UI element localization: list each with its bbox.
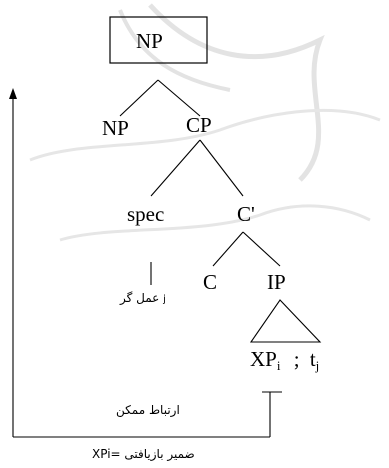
trace-separator: ;	[293, 347, 300, 371]
relation-label: ارتباط ممکن	[116, 403, 180, 417]
edge-cp-spec	[150, 139, 201, 197]
movement-arrowhead	[9, 88, 17, 99]
node-cbar: C'	[237, 202, 255, 226]
node-cp: CP	[186, 113, 212, 137]
node-c: C	[203, 270, 218, 294]
node-np-root: NP	[136, 29, 163, 53]
node-ip: IP	[267, 270, 286, 294]
ip-triangle	[249, 299, 322, 343]
node-xp-trace: XPi ; tj	[250, 347, 320, 373]
trace-index: j	[315, 358, 320, 373]
operator-label: j عمل گر	[120, 292, 166, 305]
edge-cp-cbar	[199, 139, 244, 197]
edge-np-cp	[157, 79, 201, 117]
xp-index: i	[276, 358, 281, 373]
root-box	[109, 16, 208, 64]
xp-label: XP	[250, 347, 277, 371]
trace-label: t	[309, 347, 316, 371]
operator-index: j	[163, 294, 166, 305]
operator-text: عمل گر	[120, 291, 160, 305]
node-np: NP	[102, 116, 129, 140]
node-spec: spec	[127, 202, 165, 226]
edge-cbar-ip	[242, 231, 281, 267]
edge-cbar-c	[212, 231, 244, 267]
legend-label: XPi= ضمیر بازیافتی	[92, 447, 195, 461]
edge-np-np	[119, 79, 159, 117]
